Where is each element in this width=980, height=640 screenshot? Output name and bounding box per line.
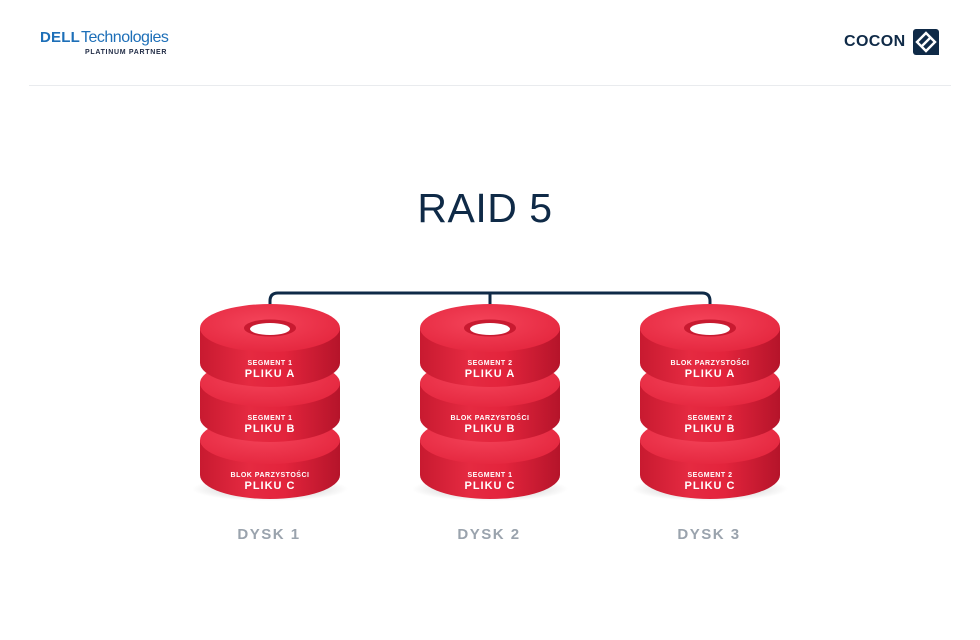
segment-caption: BLOK PARZYSTOŚCI (671, 358, 750, 367)
dell-suffix: Technologies (81, 29, 169, 46)
segment-caption: SEGMENT 1 (248, 360, 293, 367)
cocon-mark-icon (913, 29, 939, 55)
cocon-brand: COCON (844, 33, 906, 50)
spindle-hole (470, 323, 510, 335)
partner-tagline: PLATINUM PARTNER (85, 49, 168, 56)
disk-label-3: DYSK 3 (677, 526, 741, 543)
cocon-logo[interactable]: COCON (842, 28, 942, 56)
segment-file-label: PLIKU A (685, 368, 736, 380)
segment-file-label: PLIKU A (245, 368, 296, 380)
segment-file-label: PLIKU C (685, 480, 736, 492)
segment-file-label: PLIKU B (685, 423, 736, 435)
disk-label-2: DYSK 2 (457, 526, 521, 543)
header: DELL Technologies PLATINUM PARTNER COCON (0, 0, 980, 86)
segment-file-label: PLIKU C (465, 480, 516, 492)
spindle-hole (250, 323, 290, 335)
segment-caption: BLOK PARZYSTOŚCI (231, 470, 310, 479)
segment-caption: SEGMENT 1 (468, 472, 513, 479)
segment-caption: SEGMENT 1 (248, 415, 293, 422)
segment-caption: BLOK PARZYSTOŚCI (451, 413, 530, 422)
spindle-hole (690, 323, 730, 335)
segment-caption: SEGMENT 2 (688, 415, 733, 422)
segment-file-label: PLIKU B (465, 423, 516, 435)
segment-file-label: PLIKU A (465, 368, 516, 380)
page-title: RAID 5 (417, 185, 553, 231)
header-divider (29, 85, 951, 86)
segment-caption: SEGMENT 2 (688, 472, 733, 479)
dell-technologies-logo[interactable]: DELL Technologies PLATINUM PARTNER (40, 28, 180, 60)
segment-file-label: PLIKU B (245, 423, 296, 435)
dell-brand: DELL (40, 29, 80, 46)
segment-caption: SEGMENT 2 (468, 360, 513, 367)
disk-label-1: DYSK 1 (237, 526, 301, 543)
segment-file-label: PLIKU C (245, 480, 296, 492)
